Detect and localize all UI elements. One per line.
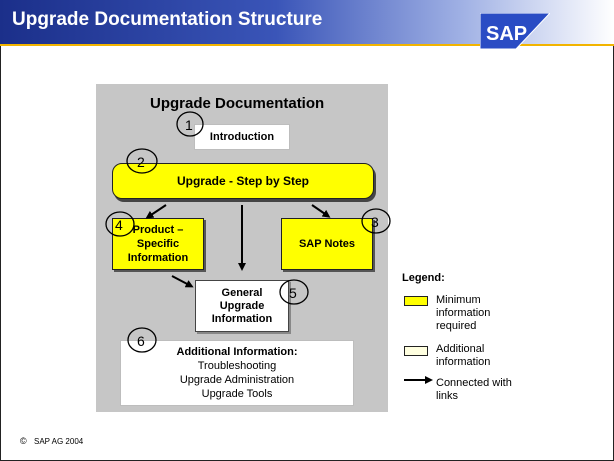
additional-line-tools: Upgrade Tools (201, 388, 273, 400)
legend-connected-text: Connected with links (436, 377, 512, 403)
sap-notes-label: SAP Notes (298, 238, 356, 250)
number-2: 2 (137, 154, 145, 170)
copyright-text: SAP AG 2004 (34, 437, 84, 446)
step-by-step-label: Upgrade - Step by Step (176, 174, 310, 188)
arrow-icon (171, 275, 194, 288)
legend-minimum-line-2: information (436, 307, 491, 319)
arrow-icon (145, 204, 167, 219)
legend-minimum-text: Minimum information required (436, 294, 490, 333)
additional-information-title: Additional Information: (176, 346, 298, 358)
general-upgrade-line-2: Upgrade (219, 299, 265, 312)
product-specific-line-3: Information (127, 252, 189, 264)
title-underline (0, 44, 614, 46)
number-circle-1 (176, 111, 204, 137)
legend-title: Legend: (402, 272, 445, 284)
legend-yellow-swatch (404, 296, 428, 306)
number-6: 6 (137, 333, 145, 349)
number-circle-4 (105, 211, 135, 237)
sap-notes-box: SAP Notes (281, 218, 373, 270)
introduction-label: Introduction (209, 131, 275, 143)
general-upgrade-line-3: Information (211, 312, 273, 325)
legend-additional-text: Additional information (436, 343, 490, 369)
legend-minimum-line-3: required (436, 320, 477, 332)
documentation-title: Upgrade Documentation (150, 95, 325, 112)
number-3: 3 (371, 214, 379, 230)
legend-additional-line-2: information (436, 356, 491, 368)
number-circle-2 (126, 148, 158, 174)
number-circle-5 (279, 279, 309, 305)
legend-connected-line-1: Connected with (436, 377, 512, 389)
number-1: 1 (185, 117, 193, 133)
legend-additional-line-1: Additional (436, 343, 485, 355)
step-by-step-banner: Upgrade - Step by Step (112, 163, 374, 199)
number-4: 4 (115, 217, 123, 233)
general-upgrade-box: General Upgrade Information (195, 280, 289, 332)
sap-logo-text: SAP (486, 23, 527, 45)
general-upgrade-line-1: General (221, 286, 263, 299)
introduction-box: Introduction (194, 124, 290, 150)
additional-line-troubleshooting: Troubleshooting (197, 360, 277, 372)
product-specific-line-1: Product – (132, 224, 184, 236)
additional-line-administration: Upgrade Administration (179, 374, 295, 386)
legend-white-swatch (404, 346, 428, 356)
arrow-icon (311, 204, 331, 218)
copyright-icon: © (20, 436, 27, 446)
product-specific-line-2: Specific (136, 238, 180, 250)
slide-title: Upgrade Documentation Structure (12, 9, 323, 30)
legend-connected-line-2: links (436, 390, 459, 402)
product-specific-box: Product – Specific Information (112, 218, 204, 270)
number-circle-6 (127, 327, 157, 353)
number-circle-3 (361, 208, 391, 234)
additional-information-box: Additional Information: Troubleshooting … (120, 340, 354, 406)
number-5: 5 (289, 285, 297, 301)
sap-logo-icon: SAP (480, 13, 550, 49)
legend-minimum-line-1: Minimum (436, 294, 481, 306)
